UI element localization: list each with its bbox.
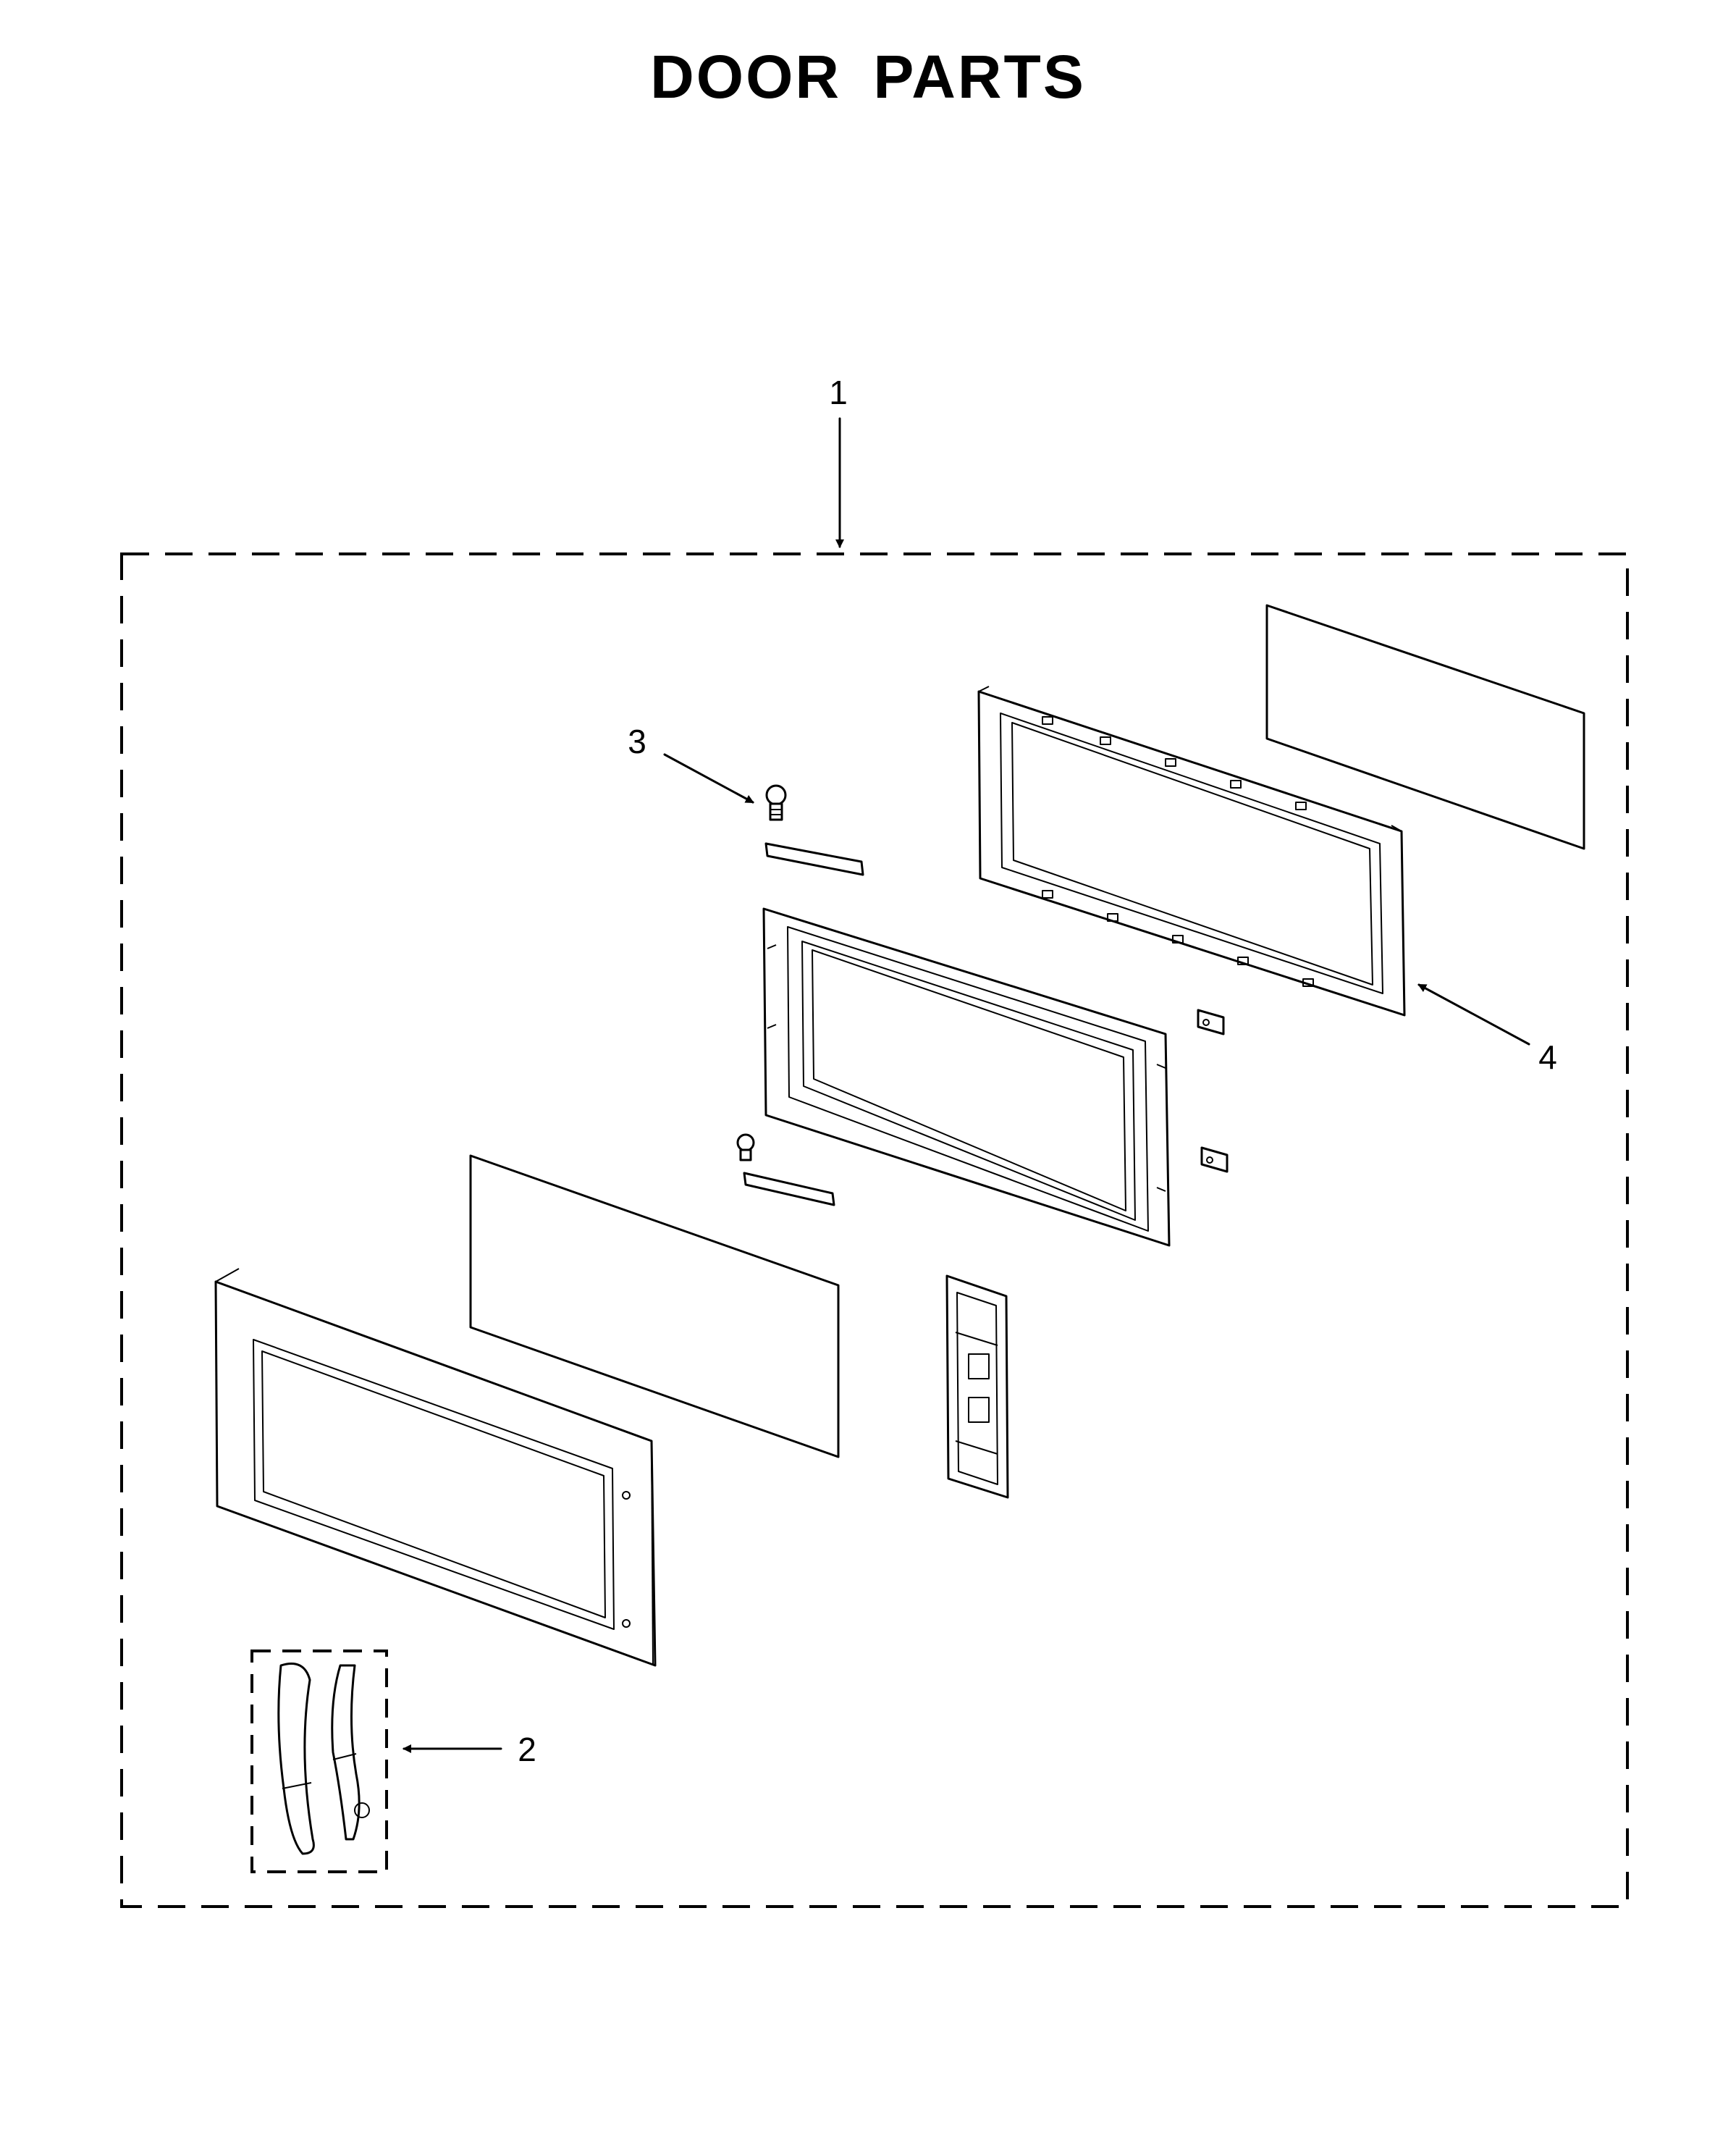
door-choke-frame[interactable] [977, 686, 1406, 1017]
inner-door-frame[interactable] [762, 907, 1171, 1247]
upper-latch[interactable] [1197, 1009, 1225, 1035]
callout-1-label: 1 [829, 374, 848, 411]
callout-4-arrow [1417, 983, 1530, 1046]
rear-glass-panel[interactable] [1265, 604, 1585, 850]
front-glass-panel[interactable] [469, 1154, 840, 1458]
door-handle-left[interactable] [277, 1663, 315, 1855]
door-handle-right[interactable] [331, 1664, 370, 1841]
upper-hinge-bracket[interactable] [764, 842, 864, 876]
callout-3[interactable]: 3 [628, 723, 754, 804]
door-assembly-boundary [120, 552, 1629, 1908]
callout-2-label: 2 [518, 1731, 536, 1768]
callout-3-arrow [663, 753, 754, 804]
latch-housing[interactable] [945, 1274, 1009, 1499]
outer-door-panel[interactable] [214, 1268, 657, 1667]
hinge-screw[interactable] [765, 784, 787, 821]
callout-4-label: 4 [1538, 1038, 1557, 1076]
handle-kit-boundary [250, 1650, 388, 1873]
page-title: DOOR PARTS [650, 43, 1086, 111]
callout-2[interactable]: 2 [403, 1731, 536, 1768]
lower-hinge-screw[interactable] [736, 1133, 755, 1161]
callout-4[interactable]: 4 [1417, 983, 1557, 1076]
callout-3-label: 3 [628, 723, 646, 760]
lower-latch[interactable] [1200, 1146, 1229, 1173]
callout-1[interactable]: 1 [829, 374, 848, 548]
lower-hinge-bracket[interactable] [743, 1172, 835, 1206]
